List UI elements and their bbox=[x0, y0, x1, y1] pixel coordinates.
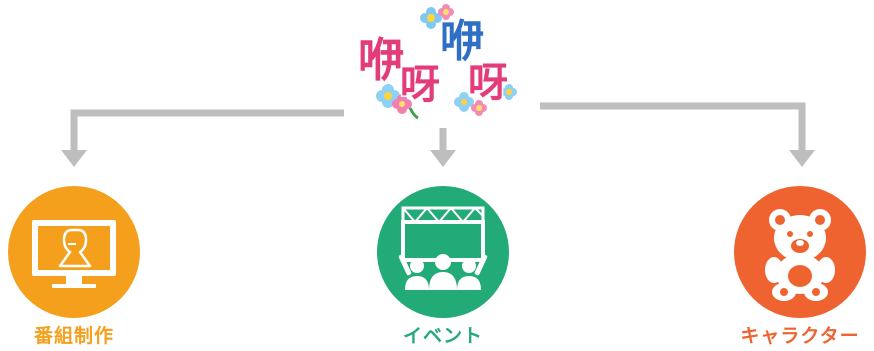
svg-text:呀: 呀 bbox=[468, 60, 508, 106]
connector-right bbox=[540, 102, 806, 152]
connector-left bbox=[70, 109, 344, 152]
arrowhead-center bbox=[430, 150, 456, 167]
node-character bbox=[734, 186, 866, 318]
node-event bbox=[377, 186, 509, 318]
node-program-production bbox=[8, 186, 140, 318]
stage-audience-icon bbox=[398, 206, 488, 290]
svg-text:咿: 咿 bbox=[358, 33, 404, 87]
svg-text:呀: 呀 bbox=[400, 62, 440, 108]
logo-flowers bbox=[376, 4, 517, 120]
label-character: キャラクター bbox=[740, 325, 860, 347]
svg-text:咿: 咿 bbox=[440, 16, 484, 67]
label-program-production: 番組制作 bbox=[33, 325, 114, 347]
label-event: イベント bbox=[402, 325, 483, 347]
logo-lettering: 咿 咿 呀 呀 bbox=[357, 15, 510, 110]
logo: 咿 咿 呀 呀 bbox=[357, 4, 517, 120]
arrowhead-left bbox=[61, 150, 87, 167]
teddy-bear-icon bbox=[765, 209, 835, 301]
tv-monitor-icon bbox=[32, 220, 116, 288]
arrowhead-right bbox=[789, 150, 815, 167]
